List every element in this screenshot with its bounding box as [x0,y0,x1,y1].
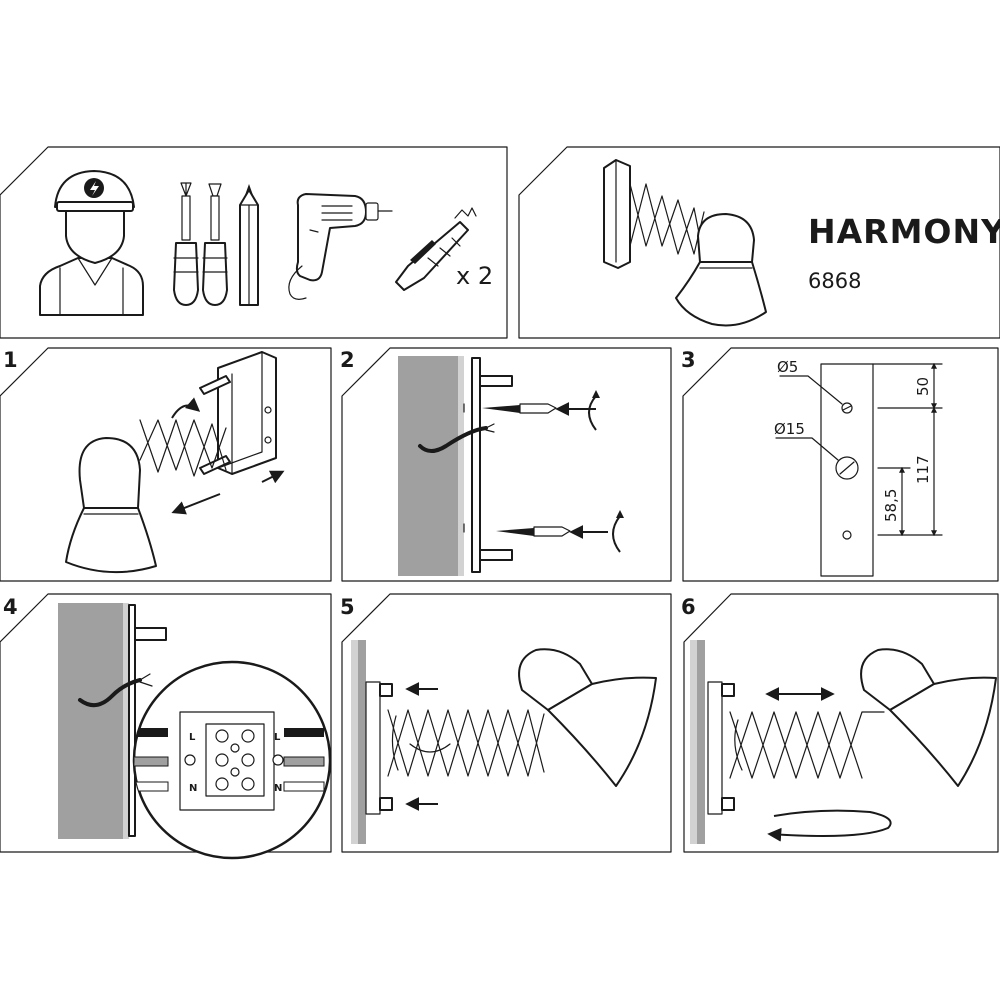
terminal-neutral-right: N [274,783,282,794]
pencil-icon [239,184,259,306]
center-offset-dimension: 58,5 [882,489,900,522]
step-4-number: 4 [3,595,18,619]
wall-plug-screw-icon [395,207,477,291]
step-1-number: 1 [3,348,18,372]
step-3-frame [682,347,999,582]
electrician-icon [39,170,144,316]
step-3-number: 3 [681,348,696,372]
product-name: HARMONY [808,212,1000,251]
product-code: 6868 [808,269,861,293]
step-5-frame [341,593,672,853]
screw-upper [482,390,600,431]
terminal-neutral-left: N [189,783,197,794]
ground-symbol-icon [184,754,196,766]
step-4-panel: 4 L [0,593,332,860]
step-1-frame [0,347,332,582]
lower-hole [842,530,852,540]
step-5-number: 5 [340,595,355,619]
ground-symbol-icon [272,754,284,766]
wall-plug-quantity: x 2 [456,262,493,290]
terminal-live-right: L [274,732,281,743]
product-panel: HARMONY 6868 [518,146,1000,339]
step-3-panel: 3 Ø5 Ø15 50 117 58,5 [681,347,999,582]
cross-screwdriver-icon [173,182,199,306]
step-6-frame [683,593,999,853]
screw-lower [496,510,624,553]
drill-icon [288,193,393,300]
step-2-number: 2 [340,348,355,372]
flat-screwdriver-icon [202,183,228,306]
step-4-frame [0,593,332,853]
lamp-illustration [603,159,767,327]
terminal-live-left: L [189,732,196,743]
product-panel-frame [518,146,1000,339]
top-offset-dimension: 50 [914,377,932,396]
terminal-block-detail: L N L N [132,660,332,860]
hole-spacing-dimension: 117 [914,455,932,484]
tools-panel: x 2 [0,146,508,339]
step-6-number: 6 [681,595,696,619]
small-hole-label: Ø5 [777,358,798,376]
tools-panel-frame [0,146,508,339]
wall [398,356,458,576]
step-6-panel: 6 [681,593,999,853]
step-2-panel: 2 [340,347,672,582]
step-1-panel: 1 [0,347,332,582]
step-2-frame [341,347,672,582]
wall [58,603,123,839]
step-5-panel: 5 [340,593,672,853]
large-hole-label: Ø15 [774,420,805,438]
